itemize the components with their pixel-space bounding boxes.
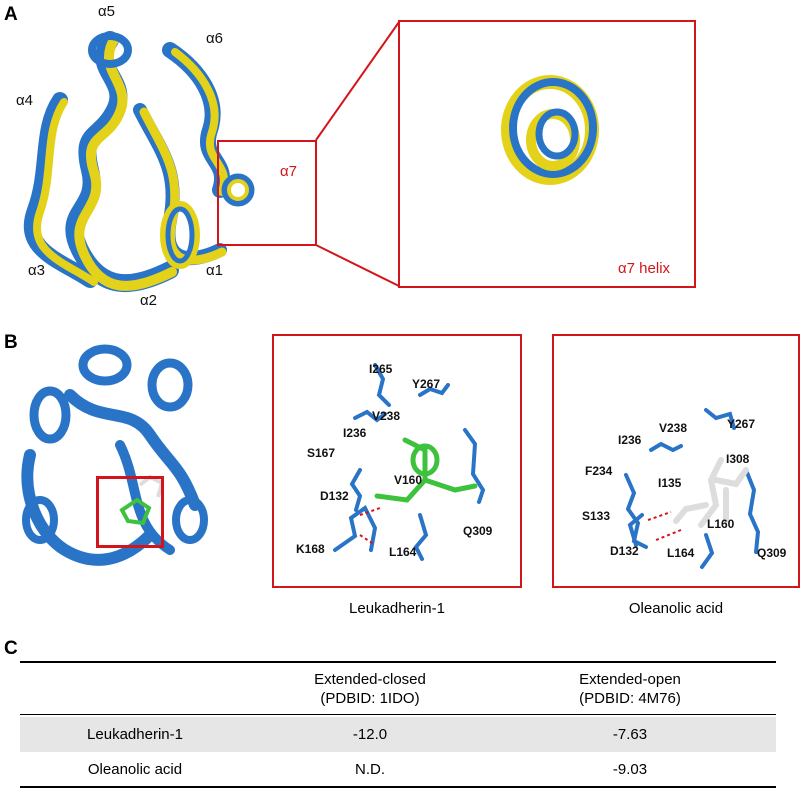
- leuk-residue-s167: S167: [307, 446, 336, 460]
- alpha7-selection-box: [217, 140, 317, 246]
- olean-residue-i236: I236: [618, 433, 642, 447]
- zoom-connector-lines: [315, 21, 400, 287]
- oleanolic-sticks: [624, 408, 761, 569]
- panel-c-letter: C: [4, 638, 18, 659]
- olean-residue-v238: V238: [659, 421, 688, 435]
- helix-label-a2: α2: [140, 292, 158, 309]
- panel-b-protein-structure: [21, 344, 208, 566]
- oleanolic-caption: Oleanolic acid: [628, 600, 724, 617]
- table-bottom-rule: [20, 786, 776, 788]
- leuk-residue-y267: Y267: [412, 377, 441, 391]
- table-row-shade: [20, 717, 776, 752]
- leuk-residue-i236: I236: [343, 426, 367, 440]
- olean-residue-s133: S133: [582, 509, 611, 523]
- helix-label-a7: α7: [280, 163, 298, 180]
- olean-residue-i308: I308: [726, 452, 750, 466]
- table-header-col1: Extended-closed (PDBID: 1IDO): [260, 670, 480, 708]
- leukadherin-sticks: [333, 363, 486, 561]
- olean-residue-l164: L164: [667, 546, 695, 560]
- olean-residue-d132: D132: [610, 544, 639, 558]
- table-header-col1-line1: Extended-closed: [314, 671, 426, 688]
- table-cell-open: -9.03: [612, 761, 648, 778]
- olean-residue-q309: Q309: [757, 546, 787, 560]
- panel-a-letter: A: [4, 4, 18, 25]
- helix-label-a3: α3: [28, 262, 46, 279]
- table-cell-compound: Leukadherin-1: [87, 726, 183, 743]
- leuk-residue-i265: I265: [369, 362, 393, 376]
- leuk-residue-k168: K168: [296, 542, 325, 556]
- alpha7-helix-zoom-image: [501, 75, 599, 185]
- table-cell-compound: Oleanolic acid: [87, 761, 183, 778]
- leuk-residue-v238: V238: [372, 409, 401, 423]
- leukadherin-caption: Leukadherin-1: [349, 600, 445, 617]
- panel-b-letter: B: [4, 332, 18, 353]
- olean-residue-i135: I135: [658, 476, 682, 490]
- helix-label-a1: α1: [206, 262, 224, 279]
- leuk-residue-q309: Q309: [463, 524, 493, 538]
- leuk-residue-l164: L164: [389, 545, 417, 559]
- oleanolic-binding-box: [552, 334, 800, 588]
- table-header-col2-line2: (PDBID: 4M76): [579, 690, 681, 707]
- table-row: Leukadherin-1 -12.0 -7.63: [20, 717, 776, 752]
- panel-a-protein-structure: [23, 31, 255, 292]
- olean-residue-f234: F234: [585, 464, 613, 478]
- table-cell-closed: -12.0: [352, 726, 388, 743]
- table-header-col1-line2: (PDBID: 1IDO): [320, 690, 420, 707]
- binding-site-selection-box: [96, 476, 164, 548]
- olean-residue-y267: Y267: [727, 417, 756, 431]
- helix-label-a6: α6: [206, 30, 224, 47]
- leuk-residue-v160: V160: [394, 473, 423, 487]
- table-cell-open: -7.63: [612, 726, 648, 743]
- table-header-rule: [20, 714, 776, 715]
- table-top-rule: [20, 661, 776, 663]
- leuk-residue-d132: D132: [320, 489, 349, 503]
- table-header-col2-line1: Extended-open: [579, 671, 681, 688]
- helix-label-a5: α5: [98, 3, 116, 20]
- olean-residue-l160: L160: [707, 517, 735, 531]
- table-row: Oleanolic acid N.D. -9.03: [20, 752, 776, 786]
- leukadherin-binding-box: [272, 334, 522, 588]
- helix-label-a4: α4: [16, 92, 34, 109]
- table-header-col2: Extended-open (PDBID: 4M76): [520, 670, 740, 708]
- alpha7-zoom-box: [398, 20, 696, 288]
- alpha7-helix-label: α7 helix: [618, 260, 671, 277]
- table-cell-closed: N.D.: [355, 761, 385, 778]
